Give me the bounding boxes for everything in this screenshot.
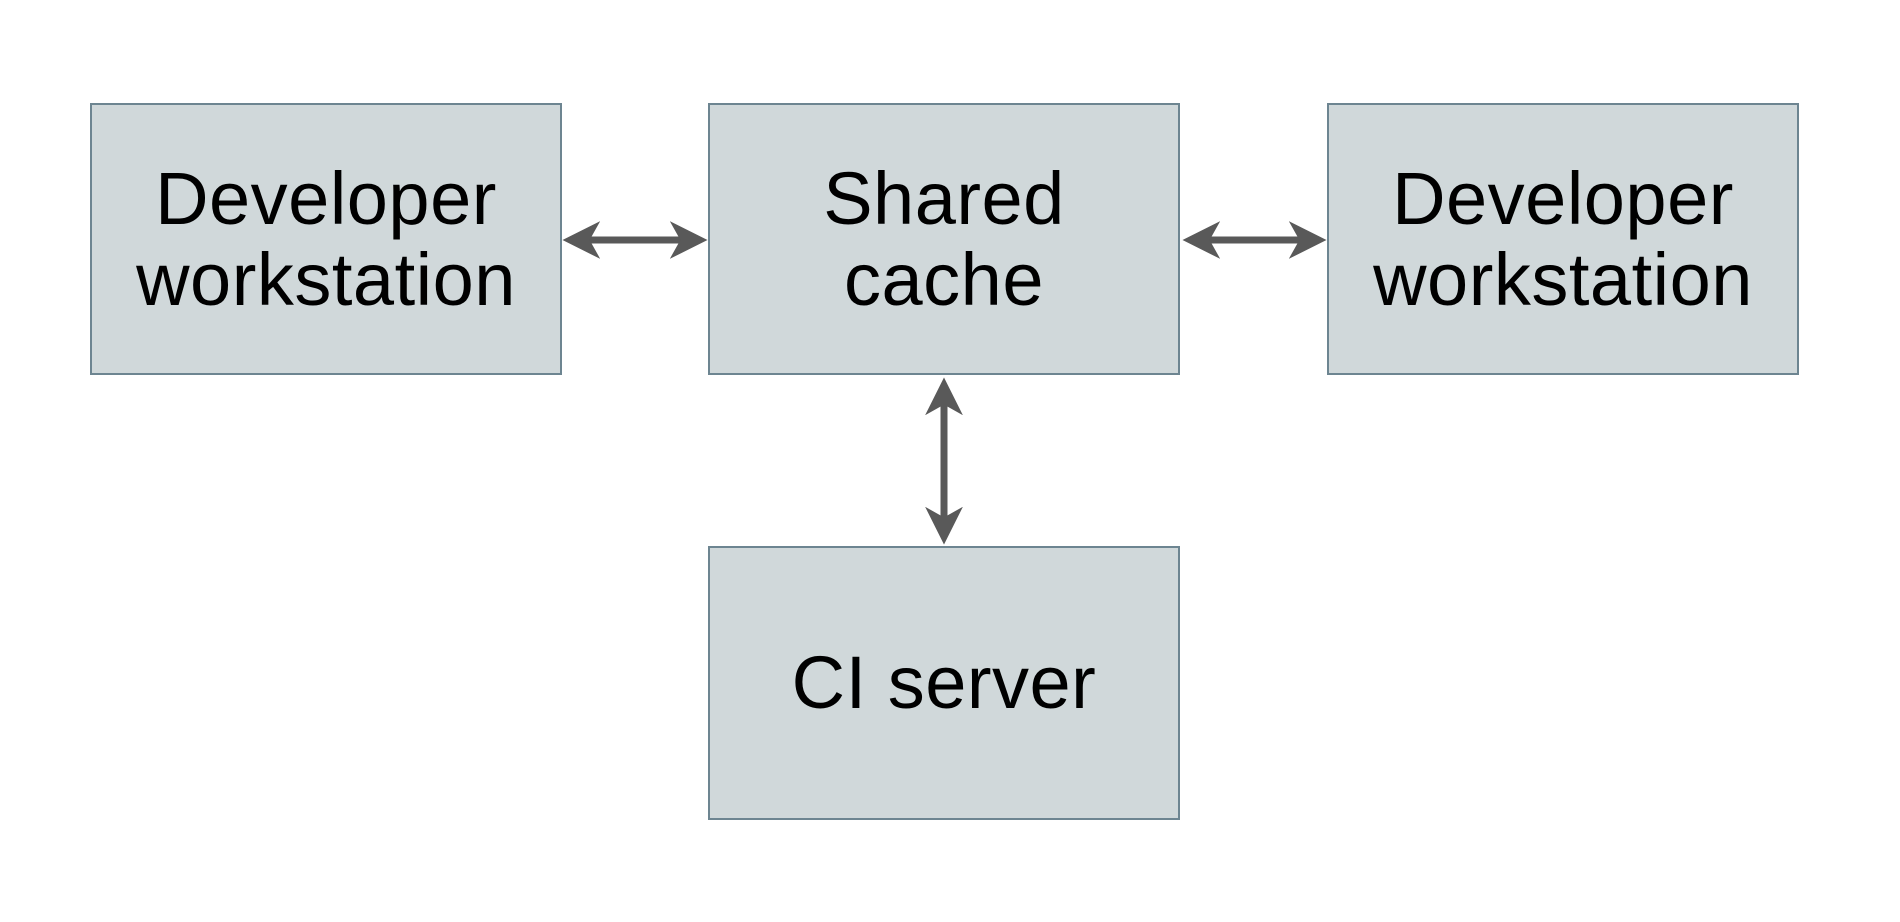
- node-label-ci-server: CI server: [791, 641, 1097, 725]
- node-label-developer-workstation-right: Developer workstation: [1373, 156, 1753, 321]
- node-ci-server: CI server: [708, 546, 1180, 820]
- node-label-developer-workstation-left: Developer workstation: [136, 156, 516, 321]
- node-developer-workstation-right: Developer workstation: [1327, 103, 1799, 375]
- node-label-shared-cache: Shared cache: [823, 156, 1065, 321]
- node-shared-cache: Shared cache: [708, 103, 1180, 375]
- node-developer-workstation-left: Developer workstation: [90, 103, 562, 375]
